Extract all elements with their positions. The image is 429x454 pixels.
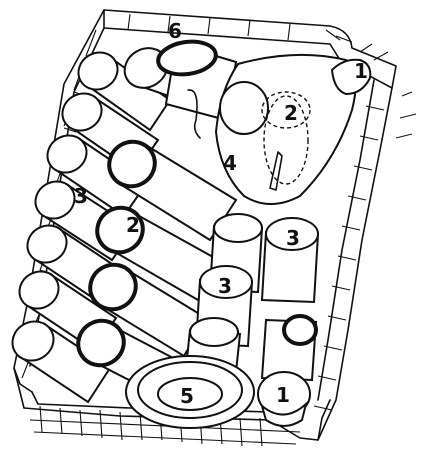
callout-3-left: 3 — [74, 184, 88, 208]
callout-3-center: 3 — [218, 274, 232, 298]
callout-1-bottom: 1 — [276, 383, 290, 407]
cup-bottom-right — [262, 316, 316, 380]
callout-1-top: 1 — [354, 59, 368, 83]
callout-4: 4 — [223, 151, 237, 175]
callout-3-right: 3 — [286, 226, 300, 250]
callout-5: 5 — [180, 384, 194, 408]
callout-2-middle: 2 — [126, 213, 140, 237]
callout-2-top: 2 — [284, 101, 298, 125]
callout-6: 6 — [168, 19, 182, 43]
